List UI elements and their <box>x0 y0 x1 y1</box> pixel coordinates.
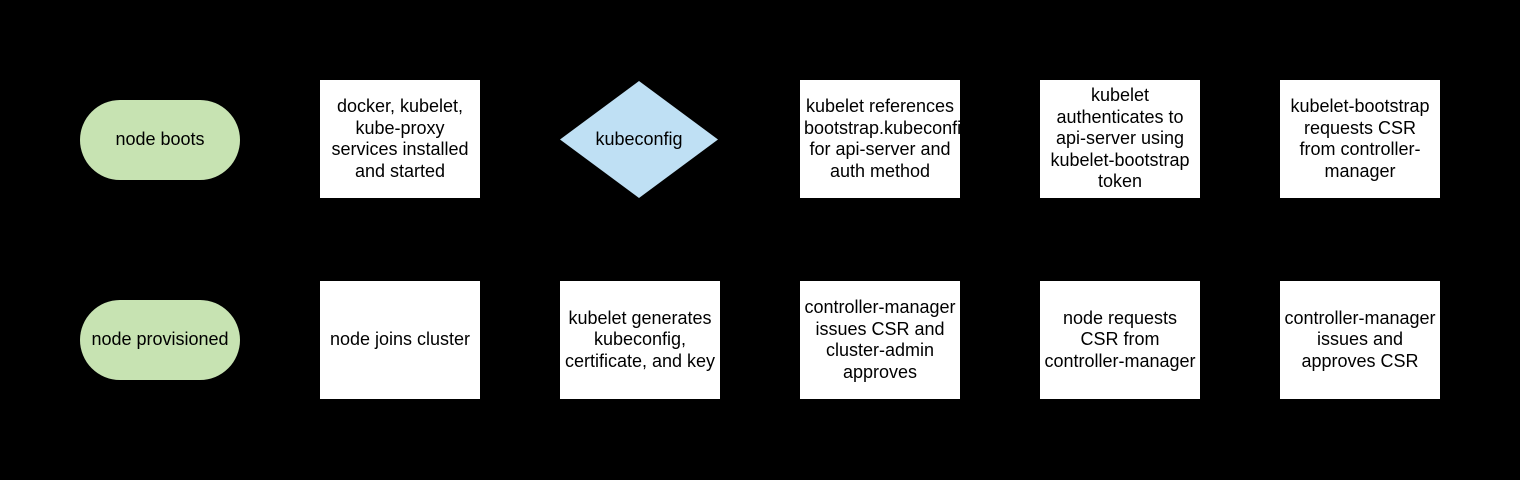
process-kubelet-generates-kubeconfig: kubelet generates kubeconfig, certificat… <box>560 281 720 399</box>
process-kubelet-authenticates: kubelet authenticates to api-server usin… <box>1040 80 1200 198</box>
process-controller-manager-approves-csr: controller-manager issues and approves C… <box>1280 281 1440 399</box>
process-node-requests-csr: node requests CSR from controller-manage… <box>1040 281 1200 399</box>
process-kubelet-references-bootstrap-kubeconfig: kubelet references bootstrap.kubeconfig … <box>800 80 972 198</box>
process-kubelet-bootstrap-requests-csr-label: kubelet-bootstrap requests CSR from cont… <box>1290 96 1430 181</box>
process-services-installed-label: docker, kubelet, kube-proxy services ins… <box>331 96 469 181</box>
decision-kubeconfig: kubeconfig <box>560 81 718 198</box>
process-controller-manager-issues-csr: controller-manager issues CSR and cluste… <box>800 281 960 399</box>
terminator-node-boots-label: node boots <box>115 129 205 150</box>
process-node-joins-cluster: node joins cluster <box>320 281 480 399</box>
process-kubelet-references-bootstrap-kubeconfig-label: kubelet references bootstrap.kubeconfig … <box>804 96 972 181</box>
process-node-requests-csr-label: node requests CSR from controller-manage… <box>1044 307 1196 371</box>
terminator-node-boots: node boots <box>80 100 240 180</box>
decision-kubeconfig-label: kubeconfig <box>595 128 683 149</box>
terminator-node-provisioned-label: node provisioned <box>91 329 229 350</box>
process-kubelet-generates-kubeconfig-label: kubelet generates kubeconfig, certificat… <box>564 307 716 371</box>
process-kubelet-bootstrap-requests-csr: kubelet-bootstrap requests CSR from cont… <box>1280 80 1440 198</box>
process-controller-manager-approves-csr-label: controller-manager issues and approves C… <box>1284 307 1436 371</box>
process-kubelet-authenticates-label: kubelet authenticates to api-server usin… <box>1050 85 1190 192</box>
terminator-node-provisioned: node provisioned <box>80 300 240 380</box>
process-services-installed: docker, kubelet, kube-proxy services ins… <box>320 80 480 198</box>
process-controller-manager-issues-csr-label: controller-manager issues CSR and cluste… <box>804 297 956 382</box>
process-node-joins-cluster-label: node joins cluster <box>329 329 471 350</box>
diamond-shape <box>560 81 718 198</box>
